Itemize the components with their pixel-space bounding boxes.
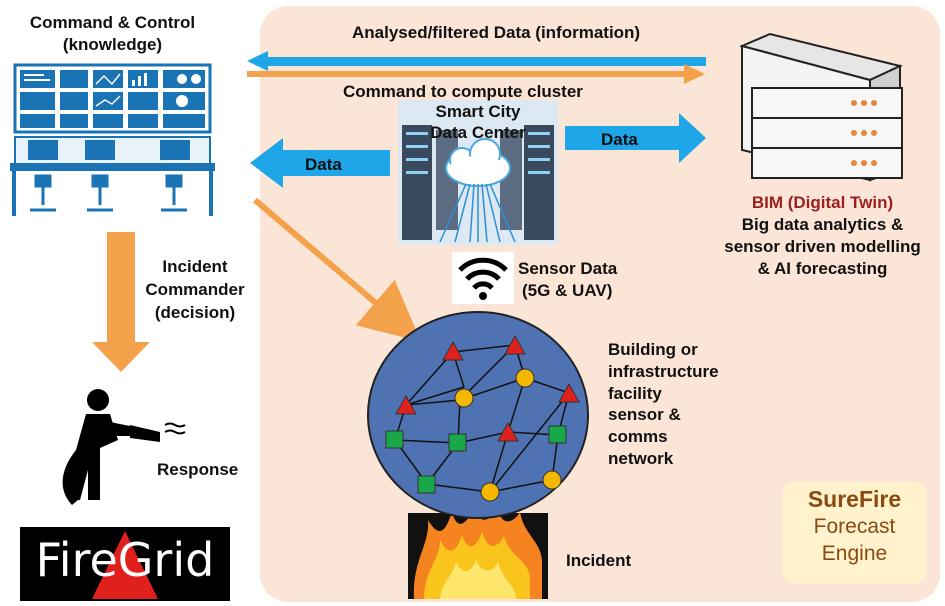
bim-line3: & AI forecasting: [757, 259, 888, 279]
bim-title: BIM (Digital Twin): [751, 193, 894, 212]
wifi-icon: [452, 252, 514, 304]
bim-block: BIM (Digital Twin) Big data analytics & …: [700, 192, 945, 280]
bim-line1: Big data analytics &: [741, 215, 904, 235]
sensor-data-label: Sensor Data: [518, 259, 618, 278]
sensor-data-block: Sensor Data (5G & UAV): [518, 258, 617, 302]
server-stack-icon: [738, 32, 903, 182]
knowledge-label: (knowledge): [62, 35, 163, 55]
firefighter-icon: [62, 389, 186, 505]
data-left-arrow: [250, 138, 390, 188]
incident-commander-line3: (decision): [154, 302, 236, 322]
sensor-network-icon: [367, 311, 589, 519]
engine-label: Engine: [821, 542, 888, 566]
incident-label: Incident: [566, 551, 632, 570]
data-right-arrow: [565, 113, 706, 163]
building-network-block: Building or infrastructure facility sens…: [608, 339, 719, 470]
command-compute-label: Command to compute cluster: [343, 82, 583, 101]
analysed-data-arrow: [247, 51, 706, 71]
data-center-cloud-icon: [398, 100, 558, 245]
building-line5: comms: [608, 427, 668, 446]
surefire-title: SureFire: [807, 486, 902, 512]
surefire-engine-box: SureFire Forecast Engine: [782, 482, 927, 584]
response-label: Response: [157, 460, 239, 479]
bim-line2: sensor driven modelling: [724, 237, 921, 257]
incident-commander-arrow: [92, 232, 150, 372]
analysed-data-label: Analysed/filtered Data (information): [352, 23, 641, 42]
command-control-label: Command & Control: [29, 13, 196, 32]
forecast-label: Forecast: [813, 515, 896, 538]
firegrid-logo-art: [20, 527, 230, 601]
building-line2: infrastructure: [608, 361, 719, 381]
control-room-icon: [10, 63, 215, 216]
firegrid-logo-text: FireGrid: [35, 533, 215, 587]
incident-commander-line1: Incident: [162, 257, 228, 276]
building-line1: Building or: [608, 340, 698, 359]
building-line4: sensor &: [608, 405, 681, 425]
building-line3: facility: [608, 383, 662, 403]
command-compute-arrow: [247, 64, 705, 84]
building-line6: network: [608, 448, 674, 468]
command-control-title: Command & Control (knowledge): [0, 12, 225, 56]
incident-commander-line2: Commander: [145, 279, 245, 299]
data-center-title: Smart City Data Center: [398, 101, 558, 144]
incident-commander-block: Incident Commander (decision): [125, 256, 265, 325]
data-left-label: Data: [305, 155, 342, 174]
data-right-label: Data: [601, 130, 638, 149]
data-center-line1: Smart City: [435, 102, 521, 121]
data-center-line2: Data Center: [430, 123, 526, 143]
sensor-net-label: (5G & UAV): [522, 281, 613, 301]
fire-icon: [408, 505, 548, 599]
command-to-network-arrow: [253, 197, 421, 342]
